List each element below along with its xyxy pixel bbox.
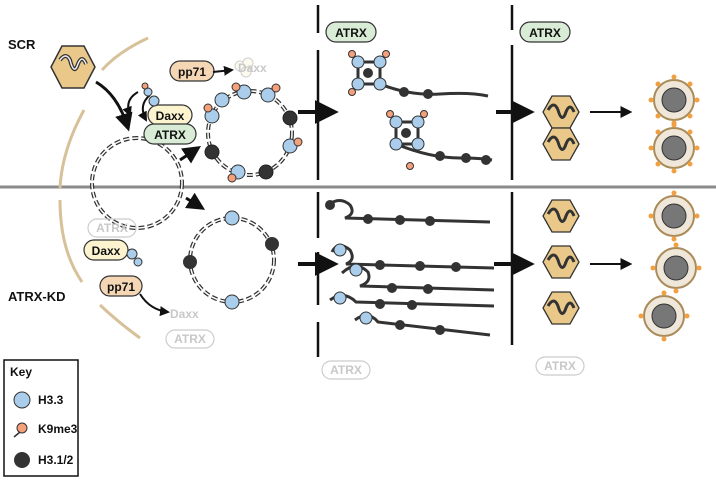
key-h312-swatch	[14, 452, 30, 468]
kd-pp71-label: pp71	[107, 280, 135, 294]
key-h33-swatch	[13, 391, 31, 409]
kd-fiber-nucleosomes	[325, 200, 461, 335]
to-scr-chromatin-arrow	[179, 146, 201, 164]
kd-chromatin-circle	[183, 210, 279, 310]
row-label-atrx-kd: ATRX-KD	[8, 289, 66, 304]
daxx-degraded-label: Daxx	[238, 61, 267, 75]
scr-atrx-label-2: ATRX	[529, 26, 561, 40]
scr-protein-complex: pp71 Daxx ATRX Daxx	[141, 57, 267, 145]
kd-atrx-ghost-label-4: ATRX	[544, 359, 576, 373]
kd-atrx-ghost-label-2: ATRX	[174, 332, 206, 346]
scr-heterochromatin-fibers	[348, 50, 493, 170]
kd-ghost-atrx: ATRX	[87, 218, 137, 238]
scr-atrx-pill-2	[519, 21, 571, 43]
daxx-arrow	[137, 94, 151, 122]
pp71-label: pp71	[178, 65, 206, 79]
kd-pp71-pill	[99, 275, 143, 297]
scr-virions	[648, 74, 700, 174]
key-k9me3-swatch	[16, 422, 28, 434]
kd-atrx-ghost-label-3: ATRX	[330, 363, 362, 377]
entry-arrow	[95, 80, 133, 132]
nuclear-envelope	[58, 36, 149, 340]
scr-atrx-label-1: ATRX	[335, 26, 367, 40]
kd-daxx-pill	[83, 239, 129, 261]
key-k9me3-label: K9me3	[38, 422, 78, 436]
to-kd-chromatin-arrow	[185, 192, 206, 210]
viral-genome-circle	[90, 136, 184, 230]
key-title: Key	[10, 365, 32, 379]
kd-capsids	[542, 199, 580, 325]
key-h312-label: H3.1/2	[38, 453, 74, 467]
scr-chromatin-circle	[203, 82, 303, 183]
kd-virions	[638, 190, 702, 342]
scr-capsids	[542, 95, 580, 161]
kd-atrx-ghost-pill-4	[535, 356, 585, 376]
atrx-arrow	[122, 91, 139, 117]
kd-atrx-ghost-pill-3	[321, 360, 371, 380]
incoming-capsid-icon	[50, 45, 96, 89]
kd-atrx-ghost-label-1: ATRX	[96, 221, 128, 235]
key-h33-label: H3.3	[38, 393, 64, 407]
kd-daxx-label: Daxx	[92, 244, 121, 258]
atrx-pill	[143, 123, 197, 145]
kd-daxx-degraded-label: Daxx	[170, 307, 199, 321]
row-label-scr: SCR	[8, 37, 36, 52]
atrx-label: ATRX	[154, 128, 186, 142]
daxx-label: Daxx	[156, 109, 185, 123]
scr-atrx-pill-1	[325, 21, 377, 43]
legend-key: Key H3.3 K9me3 H3.1/2	[3, 359, 79, 477]
